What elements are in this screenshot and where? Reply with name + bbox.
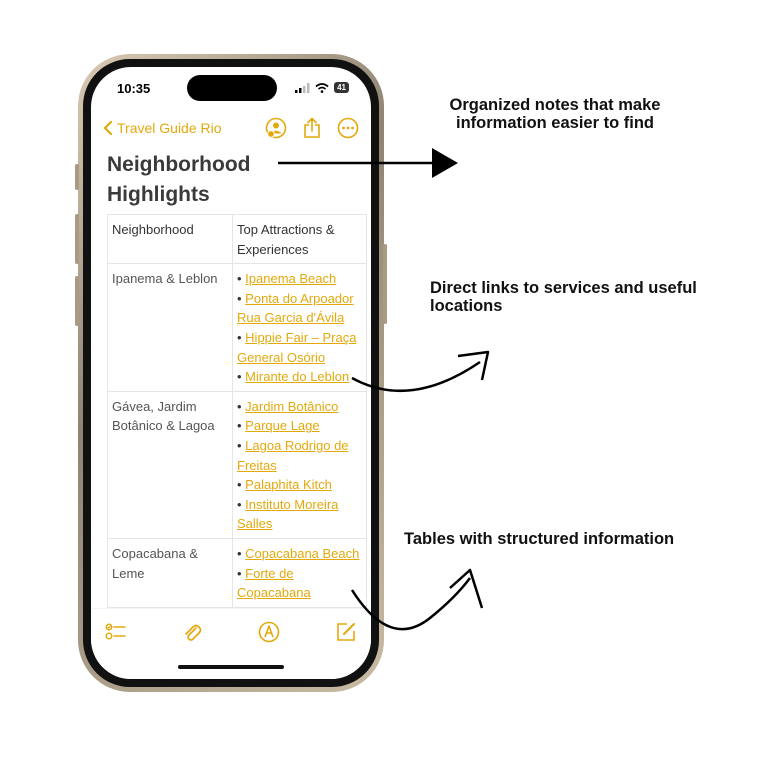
compose-icon[interactable] [335,621,357,643]
collaborate-icon[interactable] [265,117,287,139]
list-item: • Ponta do Arpoador Rua Garcia d'Ávila [237,290,354,326]
list-item: • Lagoa Rodrigo de Freitas [237,437,349,473]
status-icons: 41 [295,82,349,93]
attraction-link[interactable]: Parque Lage [245,418,320,434]
attractions-cell: • Copacabana Beach • Forte de Copacabana [232,537,367,608]
neighborhood-cell[interactable]: Ipanema & Leblon [107,263,233,392]
bottom-toolbar [105,621,357,643]
list-item: • Parque Lage [237,418,320,434]
arrow-tables [350,568,484,631]
list-item: • Jardim Botânico [237,398,339,414]
attraction-link[interactable]: Lagoa Rodrigo de Freitas [237,437,349,473]
attraction-link[interactable]: Mirante do Leblon [245,369,350,385]
list-item: • Palaphita Kitch [237,477,332,493]
table-row: Gávea, Jardim Botânico & Lagoa • Jardim … [107,390,367,539]
attraction-link[interactable]: Forte de Copacabana [237,565,311,601]
attractions-cell: • Ipanema Beach • Ponta do Arpoador Rua … [232,263,367,392]
attractions-table: Neighborhood Top Attractions & Experienc… [107,213,367,608]
attraction-link[interactable]: Ponta do Arpoador Rua Garcia d'Ávila [237,290,354,326]
battery-icon: 41 [334,82,349,93]
list-item: • Hippie Fair – Praça General Osório [237,329,357,365]
note-title[interactable]: Neighborhood Highlights [107,153,251,206]
table-header-row: Neighborhood Top Attractions & Experienc… [107,213,367,265]
status-time: 10:35 [117,81,151,96]
attraction-link[interactable]: Ipanema Beach [245,271,337,287]
list-item: • Copacabana Beach [237,545,360,561]
arrow-organized [278,148,458,178]
checklist-icon[interactable] [105,622,127,642]
dynamic-island [187,75,277,101]
list-item: • Instituto Moreira Salles [237,496,339,532]
list-item: • Ipanema Beach [237,271,337,287]
volume-down-button [75,276,79,326]
signal-icon [295,82,310,93]
back-button[interactable]: Travel Guide Rio [103,120,222,136]
table-row: Copacabana & Leme • Copacabana Beach • F… [107,537,367,608]
screen: 10:35 41 Travel Guide Rio [91,67,371,679]
nav-actions [265,117,359,139]
back-label: Travel Guide Rio [117,120,222,136]
markup-icon[interactable] [258,621,280,643]
callout-tables: Tables with structured information [404,530,675,548]
share-icon[interactable] [303,117,321,139]
home-indicator [178,665,284,669]
wifi-icon [315,82,329,93]
callout-links: Direct links to services and useful loca… [430,279,697,315]
list-item: • Mirante do Leblon [237,369,350,385]
attractions-cell: • Jardim Botânico • Parque Lage • Lagoa … [232,390,367,539]
column-header[interactable]: Neighborhood [107,213,233,265]
chevron-left-icon [103,120,113,136]
attraction-link[interactable]: Jardim Botânico [245,398,339,414]
note-nav-bar: Travel Guide Rio [103,115,359,141]
action-button [75,164,79,190]
table-row: Ipanema & Leblon • Ipanema Beach • Ponta… [107,263,367,392]
volume-up-button [75,214,79,264]
phone-frame: 10:35 41 Travel Guide Rio [75,54,387,692]
list-item: • Forte de Copacabana [237,565,311,601]
attraction-link[interactable]: Instituto Moreira Salles [237,496,339,532]
column-header[interactable]: Top Attractions & Experiences [232,213,367,265]
side-button [383,244,387,324]
more-icon[interactable] [337,117,359,139]
neighborhood-cell[interactable]: Copacabana & Leme [107,537,233,608]
attraction-link[interactable]: Palaphita Kitch [245,477,332,493]
paperclip-icon[interactable] [182,621,202,643]
callout-organized: Organized notes that make information ea… [449,96,661,132]
arrow-links [351,350,490,393]
attraction-link[interactable]: Copacabana Beach [245,545,360,561]
attraction-link[interactable]: Hippie Fair – Praça General Osório [237,329,357,365]
neighborhood-cell[interactable]: Gávea, Jardim Botânico & Lagoa [107,390,233,539]
